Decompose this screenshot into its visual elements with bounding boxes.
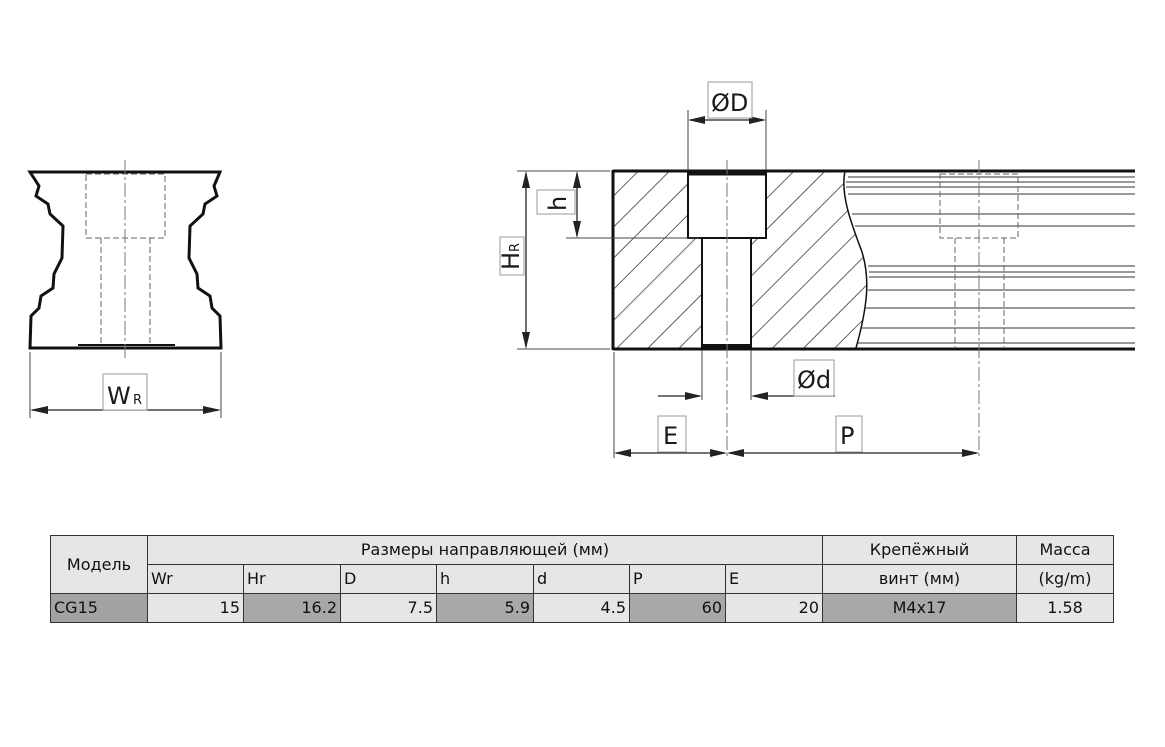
col-header-e: E [725, 564, 823, 594]
mass-cell: 1.58 [1016, 593, 1114, 623]
dimensions-group-header: Размеры направляющей (мм) [147, 535, 823, 565]
col-header-small-d: d [533, 564, 630, 594]
screw-header-line1: Крепёжный [822, 535, 1017, 565]
value-cell-e: 20 [725, 593, 823, 623]
rail-side-section [611, 160, 1135, 456]
hr-label: H [497, 252, 525, 270]
e-dimension: E [613, 352, 727, 458]
wr-label-subscript: R [133, 393, 142, 408]
hr-dimension: H R [497, 170, 610, 350]
bore-diameter-label: ØD [711, 89, 748, 117]
model-cell: CG15 [50, 593, 148, 623]
value-cell-hr: 16.2 [243, 593, 341, 623]
value-cell-d: 7.5 [340, 593, 437, 623]
wr-label: W [107, 382, 131, 410]
value-cell-p: 60 [629, 593, 726, 623]
e-label: E [663, 422, 678, 450]
col-header-d: D [340, 564, 437, 594]
hole-diameter-dimension: Ød [658, 350, 835, 400]
mass-header-line2: (kg/m) [1016, 564, 1114, 594]
screw-cell: M4x17 [822, 593, 1017, 623]
rail-technical-drawing: W R [27, 81, 1135, 458]
rail-specs-table: Модель Размеры направляющей (мм) Крепёжн… [50, 535, 1114, 623]
p-dimension: P [727, 415, 979, 457]
screw-header-line2: винт (мм) [822, 564, 1017, 594]
rail-cross-section [27, 160, 223, 360]
value-cell-small-d: 4.5 [533, 593, 630, 623]
col-header-wr: Wr [147, 564, 244, 594]
wr-dimension: W R [29, 352, 222, 418]
hole-diameter-label: Ød [797, 366, 831, 394]
col-header-p: P [629, 564, 726, 594]
h-dimension: h [536, 171, 700, 239]
col-header-hr: Hr [243, 564, 341, 594]
value-cell-wr: 15 [147, 593, 244, 623]
mass-header-line1: Масса [1016, 535, 1114, 565]
h-label: h [544, 196, 572, 211]
model-header: Модель [50, 535, 148, 594]
hr-label-subscript: R [508, 243, 523, 252]
table-row: CG15 15 16.2 7.5 5.9 4.5 60 20 M4x17 1.5… [50, 593, 1114, 623]
p-label: P [840, 422, 854, 450]
col-header-h: h [436, 564, 534, 594]
value-cell-h: 5.9 [436, 593, 534, 623]
bore-diameter-dimension: ØD [687, 81, 767, 170]
